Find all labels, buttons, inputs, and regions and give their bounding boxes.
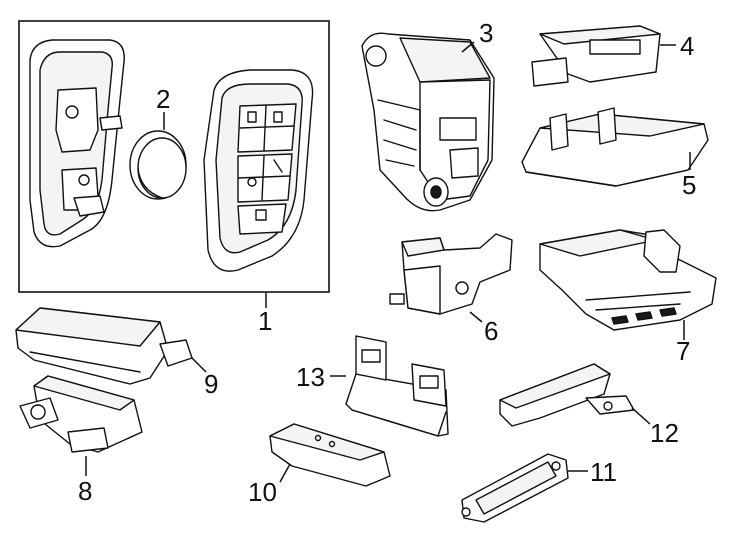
callout-12: 12 [650, 418, 679, 448]
antenna-bar-10 [269, 423, 391, 487]
key-kit-boundary-box [18, 20, 330, 293]
callout-4: 4 [680, 31, 694, 61]
callout-2: 2 [156, 84, 170, 114]
key-fob-housing-half [29, 39, 125, 248]
callout-13: 13 [296, 362, 325, 392]
antenna-module-12 [499, 363, 635, 427]
callout-5: 5 [682, 170, 696, 200]
control-module [361, 32, 495, 212]
clip-bracket [345, 335, 449, 437]
leader-lines [85, 41, 691, 483]
antenna-module-8 [19, 375, 143, 453]
leader-3 [461, 41, 475, 53]
callout-11: 11 [590, 457, 617, 487]
callout-8: 8 [78, 476, 92, 506]
leader-12 [631, 407, 651, 425]
bracket-sensor [389, 233, 513, 315]
tray-pad [521, 107, 709, 187]
leader-6 [469, 311, 483, 323]
callout-labels: 1 2 3 4 5 6 7 8 9 10 11 12 13 [78, 18, 696, 507]
callout-10: 10 [248, 477, 277, 507]
small-module [531, 25, 661, 87]
callout-1: 1 [258, 306, 272, 336]
leader-10 [279, 463, 291, 483]
antenna-module-9 [15, 307, 193, 385]
slotted-strip [461, 453, 569, 523]
key-fob-remote [203, 69, 314, 272]
callout-7: 7 [676, 336, 690, 366]
coin-battery [129, 130, 187, 200]
leader-9 [191, 357, 207, 373]
large-module [539, 229, 717, 331]
callout-9: 9 [204, 369, 218, 399]
callout-3: 3 [479, 18, 493, 48]
callout-6: 6 [484, 316, 498, 346]
